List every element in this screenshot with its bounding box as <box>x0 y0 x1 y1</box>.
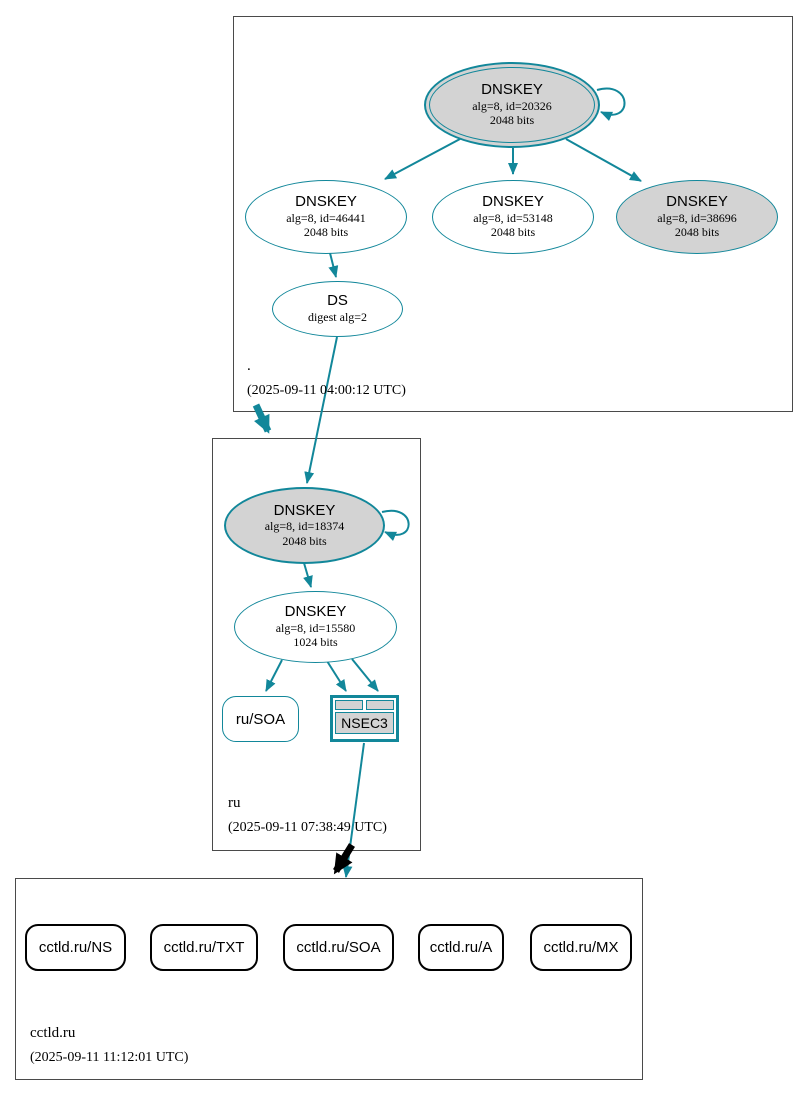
nsec3-label: NSEC3 <box>335 712 394 734</box>
nsec3-cell <box>335 700 363 710</box>
node-attr: alg=8, id=38696 <box>657 210 737 225</box>
node-title: DNSKEY <box>284 603 347 621</box>
zone-box-root <box>233 16 793 412</box>
rrset-label: cctld.ru/A <box>429 939 493 956</box>
node-dnskey-38696[interactable]: DNSKEY alg=8, id=38696 2048 bits <box>616 180 778 254</box>
node-attr: alg=8, id=53148 <box>473 210 553 225</box>
node-dnskey-18374[interactable]: DNSKEY alg=8, id=18374 2048 bits <box>224 487 385 564</box>
zone-label-ru: ru <box>228 795 241 811</box>
node-dnskey-53148[interactable]: DNSKEY alg=8, id=53148 2048 bits <box>432 180 594 254</box>
zone-timestamp-cctld-ru: (2025-09-11 11:12:01 UTC) <box>30 1050 189 1065</box>
node-cctld-ru-soa[interactable]: cctld.ru/SOA <box>283 924 394 971</box>
node-dnskey-20326[interactable]: DNSKEY alg=8, id=20326 2048 bits <box>424 62 600 148</box>
rrset-label: cctld.ru/TXT <box>163 939 245 956</box>
node-ru-soa[interactable]: ru/SOA <box>222 696 299 742</box>
node-attr: alg=8, id=15580 <box>275 620 356 635</box>
node-attr: alg=8, id=18374 <box>264 519 345 534</box>
zone-timestamp-ru: (2025-09-11 07:38:49 UTC) <box>228 820 387 835</box>
node-title: DS <box>327 292 348 310</box>
node-title: DNSKEY <box>295 193 357 211</box>
rrset-label: cctld.ru/NS <box>38 939 113 956</box>
zone-label-root: . <box>247 358 251 374</box>
node-dnskey-15580[interactable]: DNSKEY alg=8, id=15580 1024 bits <box>234 591 397 663</box>
node-attr: 2048 bits <box>490 225 536 240</box>
node-attr: 2048 bits <box>674 225 720 240</box>
node-attr: 2048 bits <box>303 225 349 240</box>
node-attr: alg=8, id=46441 <box>286 210 366 225</box>
node-attr: digest alg=2 <box>307 309 368 324</box>
nsec3-cells <box>335 700 394 710</box>
node-title: DNSKEY <box>666 193 728 211</box>
node-title: DNSKEY <box>481 81 543 99</box>
node-ds-root[interactable]: DS digest alg=2 <box>272 281 403 337</box>
rrset-label: ru/SOA <box>235 710 286 728</box>
node-cctld-ru-ns[interactable]: cctld.ru/NS <box>25 924 126 971</box>
node-cctld-ru-a[interactable]: cctld.ru/A <box>418 924 504 971</box>
node-attr: 1024 bits <box>293 635 338 650</box>
zone-timestamp-root: (2025-09-11 04:00:12 UTC) <box>247 383 406 398</box>
zone-box-cctld-ru <box>15 878 643 1080</box>
node-cctld-ru-txt[interactable]: cctld.ru/TXT <box>150 924 258 971</box>
node-attr: 2048 bits <box>489 113 535 128</box>
node-nsec3[interactable]: NSEC3 <box>330 695 399 742</box>
rrset-label: cctld.ru/SOA <box>296 939 381 956</box>
zone-label-cctld-ru: cctld.ru <box>30 1025 76 1041</box>
node-title: DNSKEY <box>273 501 336 519</box>
node-attr: alg=8, id=20326 <box>472 98 552 113</box>
node-dnskey-46441[interactable]: DNSKEY alg=8, id=46441 2048 bits <box>245 180 407 254</box>
node-title: DNSKEY <box>482 193 544 211</box>
rrset-label: cctld.ru/MX <box>543 939 619 956</box>
node-cctld-ru-mx[interactable]: cctld.ru/MX <box>530 924 632 971</box>
nsec3-cell <box>366 700 394 710</box>
node-attr: 2048 bits <box>282 533 327 548</box>
